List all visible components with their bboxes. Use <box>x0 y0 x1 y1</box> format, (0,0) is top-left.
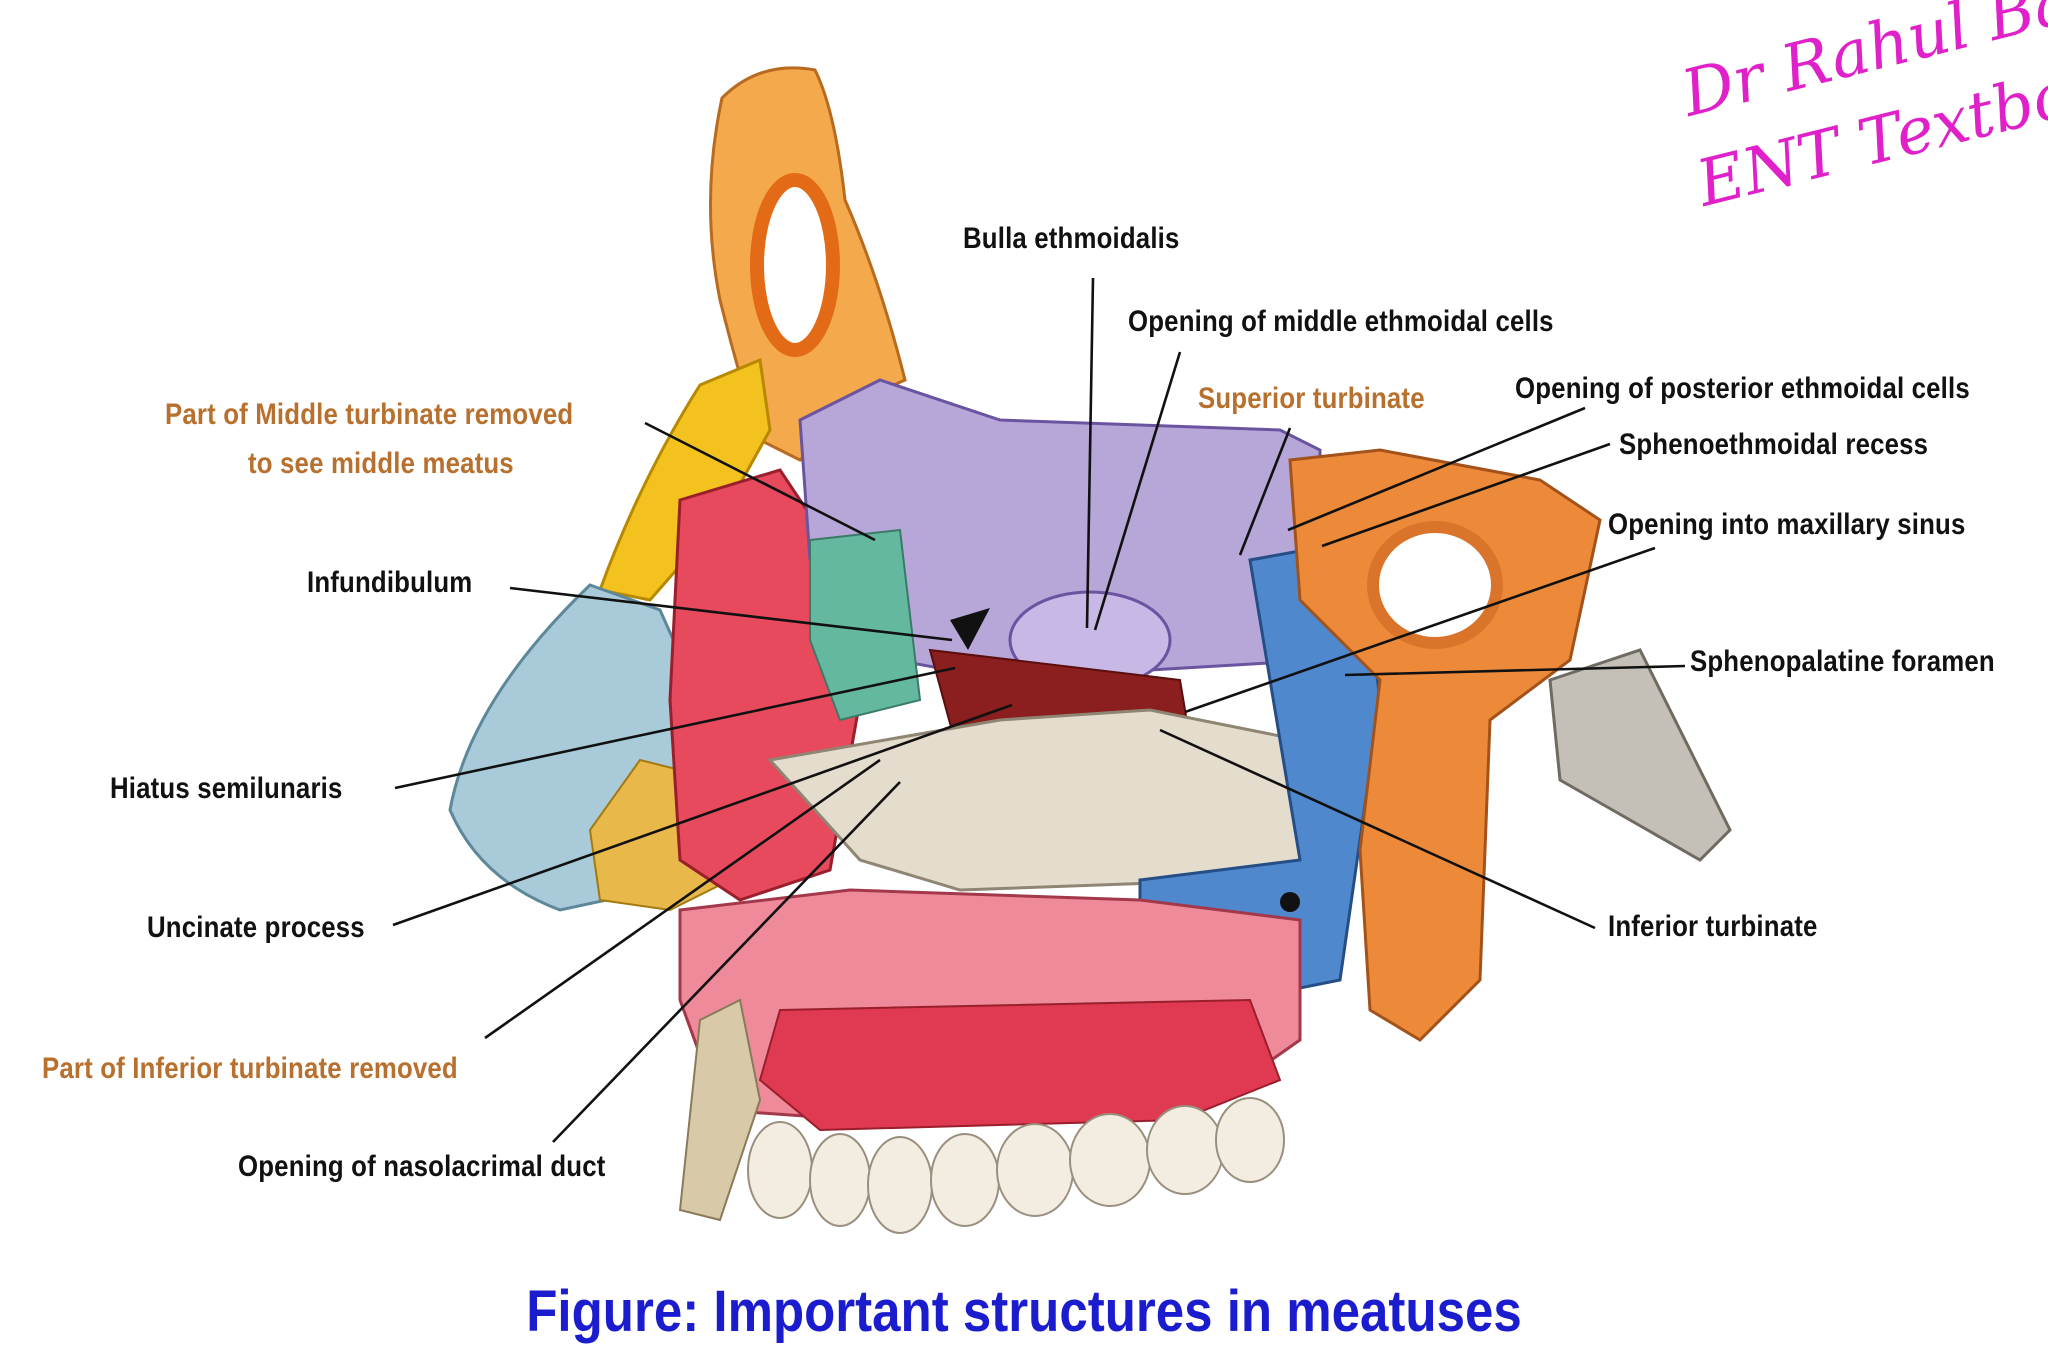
label-superior-turbinate: Superior turbinate <box>1198 382 1425 415</box>
label-sphenopalatine-foramen: Sphenopalatine foramen <box>1690 645 1995 678</box>
label-infundibulum: Infundibulum <box>307 566 473 599</box>
label-uncinate-process: Uncinate process <box>147 911 365 944</box>
frontal-sinus <box>750 173 840 357</box>
label-opening-nasolacrimal-duct: Opening of nasolacrimal duct <box>238 1150 606 1183</box>
canine-tooth <box>678 998 762 1222</box>
infundibulum-arrowhead <box>950 608 990 650</box>
leader-lines <box>392 277 1686 1143</box>
label-opening-posterior-ethmoidal-cells: Opening of posterior ethmoidal cells <box>1515 372 1970 405</box>
label-bulla-ethmoidalis: Bulla ethmoidalis <box>963 222 1180 255</box>
label-opening-maxillary-sinus: Opening into maxillary sinus <box>1608 508 1966 541</box>
teeth <box>747 1097 1285 1234</box>
pterygoid-plate <box>1548 648 1732 862</box>
label-opening-middle-ethmoidal-cells: Opening of middle ethmoidal cells <box>1128 305 1554 338</box>
label-inferior-turbinate-removed: Part of Inferior turbinate removed <box>42 1052 458 1085</box>
label-middle-turbinate-removed: Part of Middle turbinate removed <box>165 398 574 431</box>
figure-caption: Figure: Important structures in meatuses <box>526 1279 1522 1344</box>
label-sphenoethmoidal-recess: Sphenoethmoidal recess <box>1619 428 1929 461</box>
label-inferior-turbinate: Inferior turbinate <box>1608 910 1818 943</box>
nasal-bone <box>597 357 772 602</box>
sphenoid-orange <box>1288 448 1602 1042</box>
marker-dot <box>1280 892 1300 912</box>
label-hiatus-semilunaris: Hiatus semilunaris <box>110 772 343 805</box>
label-middle-turbinate-removed-line2: to see middle meatus <box>248 447 514 480</box>
